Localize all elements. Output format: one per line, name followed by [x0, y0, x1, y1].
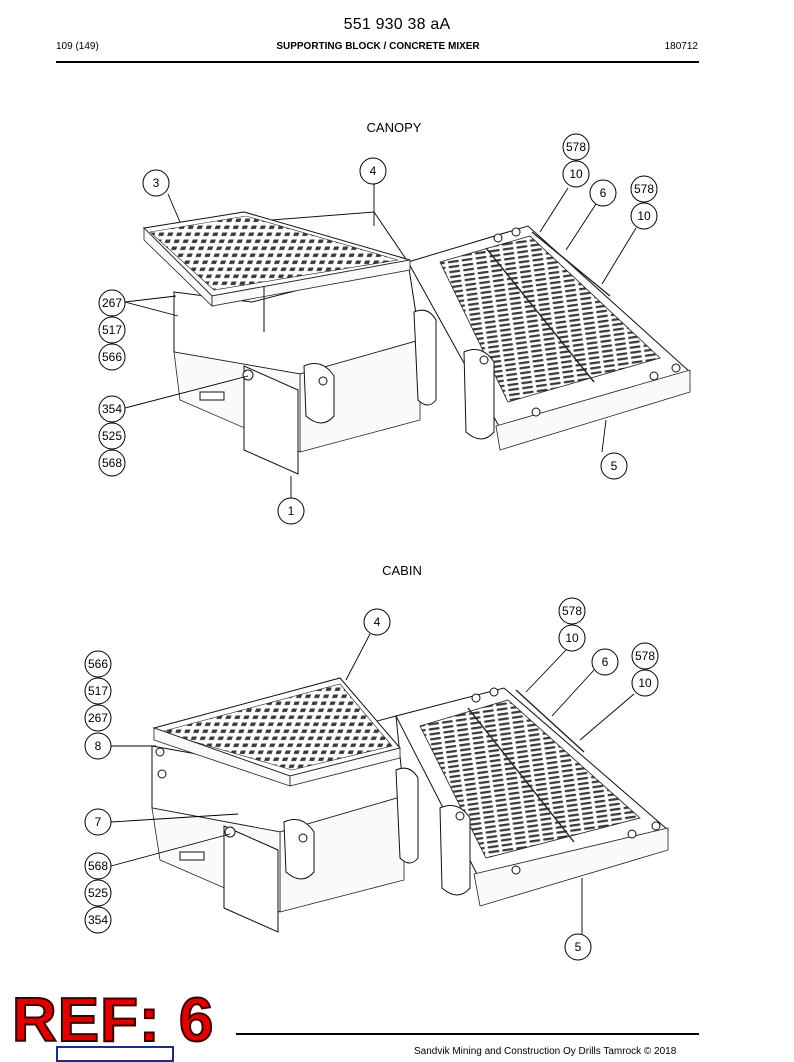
svg-text:6: 6: [602, 655, 609, 669]
svg-text:568: 568: [88, 859, 108, 873]
callout-4: 4: [359, 157, 387, 185]
callout-6: 6: [591, 648, 619, 676]
cabin-floor-panel: [395, 687, 670, 907]
callout-354: 354: [84, 906, 112, 934]
callout-3: 3: [142, 169, 170, 197]
svg-text:3: 3: [153, 176, 160, 190]
callout-525: 525: [98, 422, 126, 450]
svg-text:10: 10: [569, 167, 583, 181]
callout-6: 6: [589, 179, 617, 207]
callout-517: 517: [84, 677, 112, 705]
svg-text:517: 517: [88, 684, 108, 698]
svg-text:10: 10: [637, 209, 651, 223]
callout-4: 4: [363, 608, 391, 636]
date-code: 180712: [664, 41, 698, 52]
svg-text:517: 517: [102, 323, 122, 337]
canopy-leaders: [124, 184, 637, 498]
footer-rule: [236, 1033, 699, 1035]
cabin-support-frame: [151, 715, 471, 933]
cabin-top-grating: [152, 677, 401, 787]
svg-text:566: 566: [102, 350, 122, 364]
svg-text:5: 5: [611, 459, 618, 473]
callout-578: 578: [630, 175, 658, 203]
callout-354: 354: [98, 395, 126, 423]
svg-text:566: 566: [88, 657, 108, 671]
callout-5: 5: [564, 933, 592, 961]
callout-517: 517: [98, 316, 126, 344]
svg-text:7: 7: [95, 815, 102, 829]
callout-267: 267: [84, 704, 112, 732]
callout-10: 10: [562, 160, 590, 188]
svg-text:267: 267: [88, 711, 108, 725]
cabin-drawing: 4 578 10 6 578 10 566 517 267 8 7 568 52…: [84, 597, 670, 961]
header-rule: [56, 61, 699, 63]
svg-text:267: 267: [102, 296, 122, 310]
page-number: 109 (149): [56, 41, 99, 52]
svg-text:6: 6: [600, 186, 607, 200]
cabin-section-title: CABIN: [382, 563, 422, 578]
canopy-drawing: 3 4 578 10 6 578 10 267 517 566 354 525 …: [98, 133, 691, 525]
callout-10: 10: [558, 624, 586, 652]
svg-text:4: 4: [370, 164, 377, 178]
footer-copyright: Sandvik Mining and Construction Oy Drill…: [414, 1046, 677, 1057]
canopy-support-frame: [173, 261, 495, 475]
callout-578: 578: [562, 133, 590, 161]
document-number: 551 930 38 aA: [343, 16, 451, 33]
svg-text:10: 10: [565, 631, 579, 645]
callout-10: 10: [631, 669, 659, 697]
callout-578: 578: [631, 642, 659, 670]
svg-text:1: 1: [288, 504, 295, 518]
callout-566: 566: [98, 343, 126, 371]
callout-568: 568: [84, 852, 112, 880]
callout-8: 8: [84, 732, 112, 760]
svg-text:8: 8: [95, 739, 102, 753]
canopy-top-grating: [142, 211, 411, 332]
svg-text:568: 568: [102, 456, 122, 470]
svg-text:354: 354: [102, 402, 122, 416]
svg-text:578: 578: [634, 182, 654, 196]
svg-text:354: 354: [88, 913, 108, 927]
callout-10: 10: [630, 202, 658, 230]
svg-text:578: 578: [566, 140, 586, 154]
callout-1: 1: [277, 497, 305, 525]
svg-text:525: 525: [88, 886, 108, 900]
callout-267: 267: [98, 289, 126, 317]
svg-text:5: 5: [575, 940, 582, 954]
page-title: SUPPORTING BLOCK / CONCRETE MIXER: [276, 41, 480, 52]
svg-text:525: 525: [102, 429, 122, 443]
callout-578: 578: [558, 597, 586, 625]
callout-7: 7: [84, 808, 112, 836]
callout-525: 525: [84, 879, 112, 907]
svg-text:4: 4: [374, 615, 381, 629]
cabin-leaders: [110, 633, 635, 934]
callout-568: 568: [98, 449, 126, 477]
callout-566: 566: [84, 650, 112, 678]
canopy-section-title: CANOPY: [366, 120, 422, 135]
ref-stamp: REF: 6: [11, 985, 215, 1056]
svg-text:578: 578: [635, 649, 655, 663]
svg-text:10: 10: [638, 676, 652, 690]
canopy-floor-panel: [407, 225, 691, 451]
callout-5: 5: [600, 452, 628, 480]
svg-text:578: 578: [562, 604, 582, 618]
